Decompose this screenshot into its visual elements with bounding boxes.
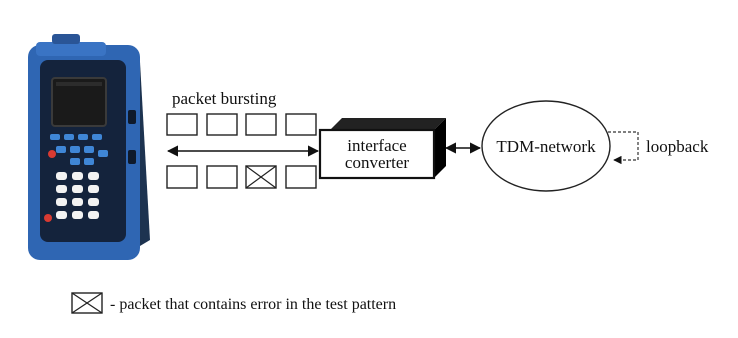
loopback-arrow xyxy=(608,131,639,165)
loopback-label: loopback xyxy=(646,137,709,156)
legend: - packet that contains error in the test… xyxy=(71,292,396,314)
packet-bursting-label: packet bursting xyxy=(172,89,277,108)
error-packet-box xyxy=(245,165,277,189)
crossed-box-icon xyxy=(71,292,103,314)
converter-label-line1: interface xyxy=(347,136,406,155)
packet-box xyxy=(285,165,317,189)
legend-text: - packet that contains error in the test… xyxy=(110,296,396,313)
handheld-tester-icon xyxy=(28,34,150,260)
packet-box xyxy=(285,113,317,136)
tdm-network-node: TDM-network xyxy=(481,100,611,192)
top-packet-row xyxy=(166,113,317,136)
packet-box xyxy=(245,113,277,136)
interface-converter-box: interface converter xyxy=(318,118,446,180)
converter-label-line2: converter xyxy=(345,153,410,172)
packet-box xyxy=(206,165,238,189)
tdm-network-label: TDM-network xyxy=(496,137,596,156)
packet-box xyxy=(166,165,198,189)
bottom-packet-row xyxy=(166,165,317,189)
packet-box xyxy=(166,113,198,136)
packet-box xyxy=(206,113,238,136)
